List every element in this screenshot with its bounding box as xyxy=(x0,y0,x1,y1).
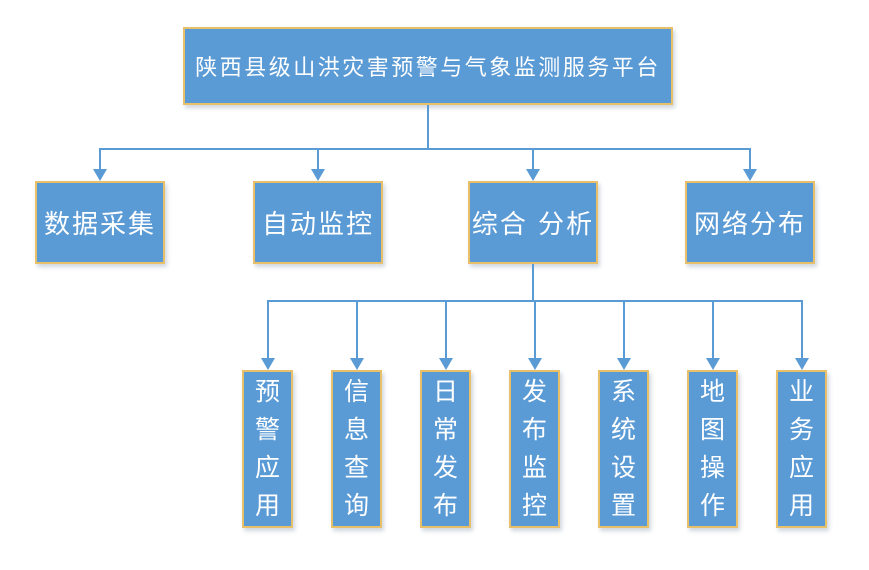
node-warning-application-label: 预警应用 xyxy=(255,377,281,520)
arrowhead-business-application xyxy=(795,358,809,370)
arrowhead-daily-publish xyxy=(439,358,453,370)
arrowhead-info-query xyxy=(350,358,364,370)
connector-drop-info-query xyxy=(356,300,358,360)
node-publish-monitoring: 发布监控 xyxy=(509,370,560,528)
node-comprehensive-analysis: 综合 分析 xyxy=(468,181,598,264)
node-data-collection-label: 数据采集 xyxy=(43,210,156,240)
arrowhead-network-distribution xyxy=(743,169,757,181)
connector-drop-business-application xyxy=(801,300,803,360)
node-data-collection: 数据采集 xyxy=(35,181,165,264)
node-auto-monitoring-label: 自动监控 xyxy=(261,210,374,240)
node-map-operation-label: 地图操作 xyxy=(700,377,726,520)
connector-drop-map-operation xyxy=(712,300,714,360)
connector-drop-system-settings xyxy=(623,300,625,360)
node-auto-monitoring: 自动监控 xyxy=(253,181,383,264)
connector-drop-warning-application xyxy=(267,300,269,360)
connector-drop-data-collection xyxy=(99,148,101,171)
node-warning-application: 预警应用 xyxy=(242,370,293,528)
arrowhead-data-collection xyxy=(93,169,107,181)
node-platform-root-label: 陕西县级山洪灾害预警与气象监测服务平台 xyxy=(195,56,661,81)
arrowhead-comprehensive-analysis xyxy=(526,169,540,181)
node-business-application: 业务应用 xyxy=(776,370,827,528)
connector-drop-network-distribution xyxy=(749,148,751,171)
node-info-query-label: 信息查询 xyxy=(344,377,370,520)
connector-analysis-stem xyxy=(532,264,534,301)
node-daily-publish: 日常发布 xyxy=(420,370,471,528)
node-system-settings: 系统设置 xyxy=(598,370,649,528)
node-publish-monitoring-label: 发布监控 xyxy=(522,377,548,520)
arrowhead-system-settings xyxy=(617,358,631,370)
node-network-distribution-label: 网络分布 xyxy=(693,210,806,240)
node-info-query: 信息查询 xyxy=(331,370,382,528)
connector-drop-auto-monitoring xyxy=(317,148,319,171)
node-map-operation: 地图操作 xyxy=(687,370,738,528)
connector-root-stem xyxy=(427,105,429,149)
arrowhead-auto-monitoring xyxy=(311,169,325,181)
connector-drop-publish-monitoring xyxy=(534,300,536,360)
node-comprehensive-analysis-label: 综合 分析 xyxy=(471,210,595,240)
node-business-application-label: 业务应用 xyxy=(789,377,815,520)
node-system-settings-label: 系统设置 xyxy=(611,377,637,520)
connector-level2-rail xyxy=(99,148,751,150)
node-network-distribution: 网络分布 xyxy=(685,181,815,264)
arrowhead-warning-application xyxy=(261,358,275,370)
node-platform-root: 陕西县级山洪灾害预警与气象监测服务平台 xyxy=(183,27,673,105)
node-daily-publish-label: 日常发布 xyxy=(433,377,459,520)
arrowhead-publish-monitoring xyxy=(528,358,542,370)
connector-drop-daily-publish xyxy=(445,300,447,360)
arrowhead-map-operation xyxy=(706,358,720,370)
connector-drop-comprehensive-analysis xyxy=(532,148,534,171)
